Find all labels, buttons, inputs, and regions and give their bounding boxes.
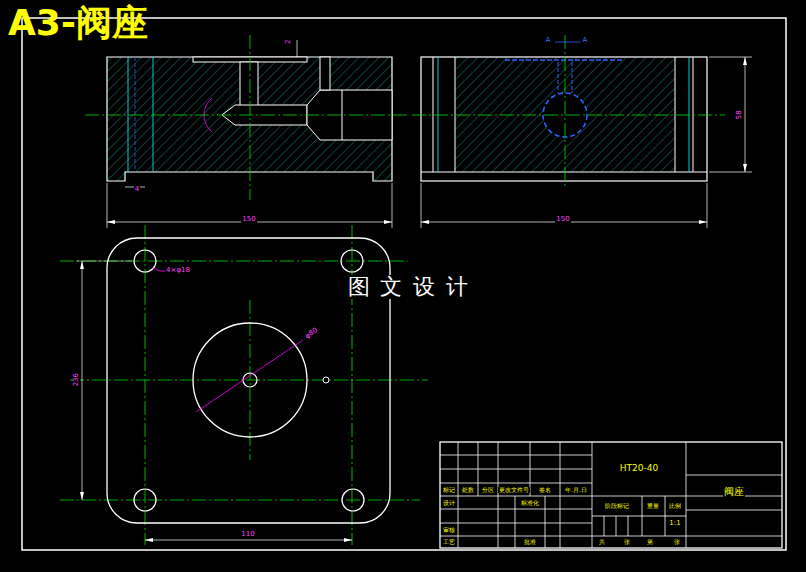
table-cell: 签名 (538, 487, 552, 493)
table-cell: 1:1 (668, 520, 681, 527)
table-cell: 阶段标记 (604, 503, 630, 509)
table-cell: 标记 (442, 487, 456, 493)
table-cell: 处数 (461, 487, 475, 493)
table-cell: 标准化 (520, 500, 540, 506)
table-cell: 比例 (668, 503, 682, 509)
table-cell: 年.月.日 (564, 487, 588, 493)
table-cell: 共 (598, 539, 606, 545)
dimension-text: 236 (73, 372, 80, 387)
table-cell: 设计 (442, 500, 456, 506)
material-text: HT20-40 (619, 464, 659, 473)
dimension-text: φ80 (304, 327, 321, 342)
dimension-text: 58 (735, 110, 742, 121)
table-cell: 重量 (646, 503, 660, 509)
dimension-text: 4 (134, 186, 140, 193)
section-mark: A (545, 37, 552, 44)
dimension-text: 110 (240, 531, 255, 538)
sheet-title: A3-阀座 (8, 3, 148, 43)
table-cell: 第 (646, 539, 654, 545)
table-cell: 批准 (523, 539, 537, 545)
dimension-text: 150 (555, 216, 570, 223)
table-cell: 工艺 (442, 539, 456, 545)
table-cell: 分区 (481, 487, 495, 493)
part-name: 阀座 (723, 487, 745, 498)
watermark: 图 文 设 计 (347, 275, 472, 298)
dimension-text: 2 (284, 39, 291, 45)
table-cell: 更改文件号 (498, 487, 530, 493)
table-cell: 张 (673, 539, 681, 545)
table-cell: 张 (623, 539, 631, 545)
dimension-text: 4×φ18 (165, 267, 191, 274)
section-mark: A (582, 37, 589, 44)
table-cell: 审核 (442, 527, 456, 533)
dimension-text: 150 (241, 216, 256, 223)
